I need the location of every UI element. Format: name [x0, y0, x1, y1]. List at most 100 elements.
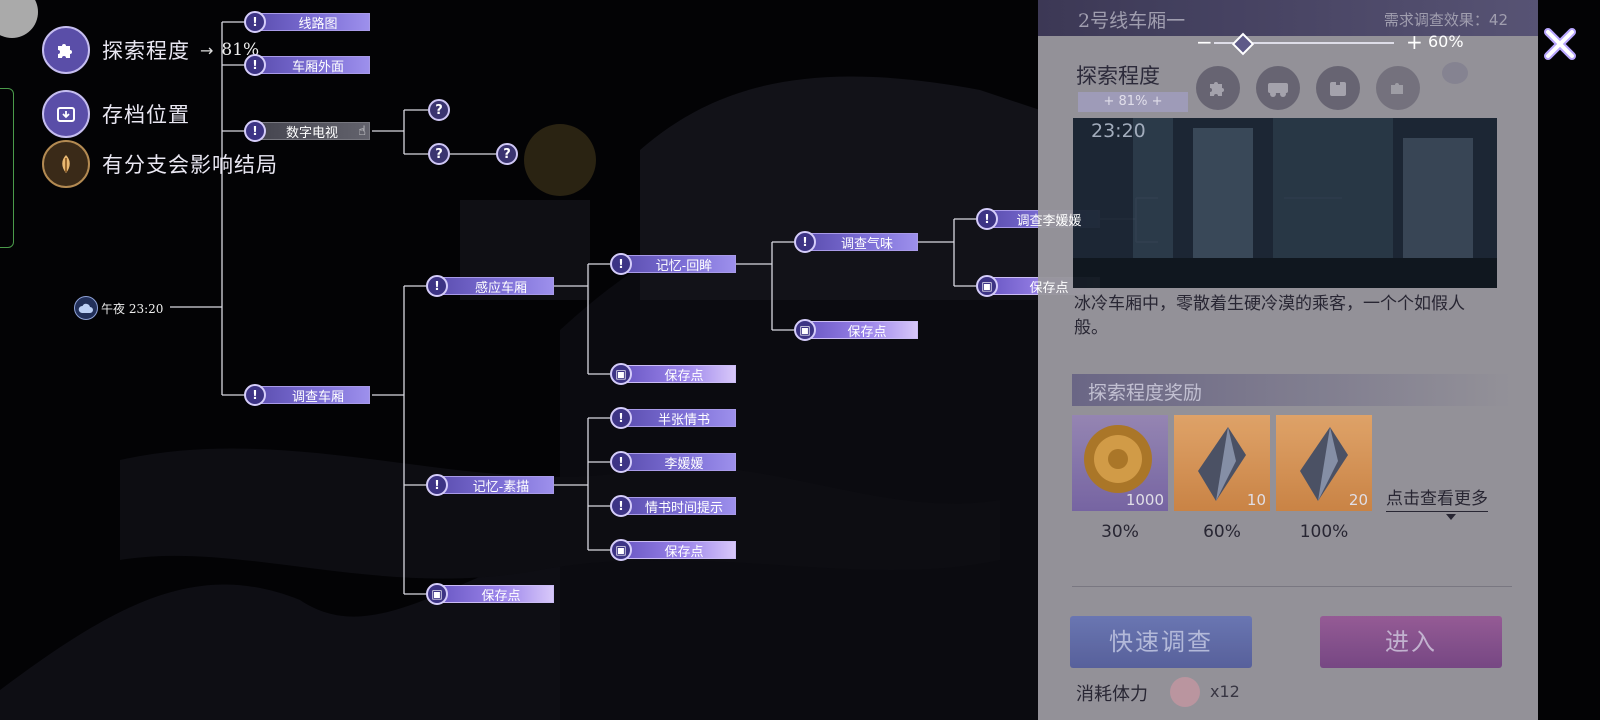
cloud-icon: [74, 296, 98, 320]
enter-button[interactable]: 进入: [1320, 616, 1502, 668]
node-label: 感应车厢: [474, 280, 527, 296]
view-more-link[interactable]: 点击查看更多: [1386, 484, 1488, 512]
exclamation-icon: !: [426, 275, 448, 297]
panel-header: [1038, 0, 1538, 36]
hand-pointer-icon: ☝: [358, 123, 366, 139]
scene-preview-image: 23:20: [1073, 118, 1497, 288]
exclamation-icon: !: [610, 407, 632, 429]
node-label: 半张情书: [657, 412, 710, 428]
side-frame: [0, 88, 14, 248]
save-folder-icon: ▣: [610, 363, 632, 385]
stage-info-panel: 2号线车厢一 需求调查效果：42 探索程度 + 81% + 23:: [1038, 0, 1538, 720]
node-save-c[interactable]: ▣ 保存点: [976, 274, 1100, 298]
reward-threshold: 30%: [1101, 522, 1139, 542]
node-memory-glance[interactable]: ! 记忆-回眸: [610, 252, 736, 276]
save-folder-icon: [42, 90, 90, 138]
node-investigate-carriage[interactable]: ! 调查车厢: [244, 383, 370, 407]
requirement-text: 需求调查效果：42: [1383, 11, 1508, 29]
puzzle-icon[interactable]: [1196, 66, 1240, 110]
node-unknown-3[interactable]: ?: [496, 143, 518, 165]
exclamation-icon: !: [244, 54, 266, 76]
node-label: 记忆-素描: [472, 479, 530, 495]
node-label: 调查李媛媛: [1016, 213, 1082, 229]
start-node[interactable]: 午夜 23:20: [74, 296, 163, 320]
question-icon: ?: [435, 102, 443, 118]
reward-count: 20: [1348, 491, 1368, 509]
node-label: 调查气味: [840, 236, 893, 252]
legend-progress: 探索程度 → 81%: [42, 26, 259, 74]
node-save-f[interactable]: ▣ 保存点: [426, 582, 554, 606]
box-icon[interactable]: [1316, 66, 1360, 110]
exclamation-icon: !: [244, 11, 266, 33]
branch-leaf-icon: [42, 140, 90, 188]
save-folder-icon: ▣: [794, 319, 816, 341]
node-label: 调查车厢: [291, 389, 344, 405]
question-icon: ?: [435, 146, 443, 162]
zoom-value: 60%: [1428, 32, 1464, 51]
node-label: 保存点: [1029, 280, 1069, 296]
node-li-yuanyuan[interactable]: ! 李媛媛: [610, 450, 736, 474]
explore-label: 探索程度: [1076, 64, 1160, 88]
legend-arrow: →: [200, 40, 214, 60]
reward-count: 10: [1246, 491, 1266, 509]
expand-arrow-icon[interactable]: [1446, 514, 1456, 520]
close-icon[interactable]: [1540, 24, 1580, 64]
node-save-a[interactable]: ▣ 保存点: [610, 362, 736, 386]
reward-threshold: 60%: [1203, 522, 1241, 542]
zoom-slider[interactable]: [1214, 42, 1394, 44]
exclamation-icon: !: [976, 208, 998, 230]
exclamation-icon: !: [610, 451, 632, 473]
exclamation-icon: !: [610, 495, 632, 517]
stamina-icon: [1170, 677, 1200, 707]
node-investigate-li[interactable]: ! 调查李媛媛: [976, 207, 1100, 231]
car-icon[interactable]: [1256, 66, 1300, 110]
node-label: 记忆-回眸: [655, 258, 713, 274]
node-save-e[interactable]: ▣ 保存点: [610, 538, 736, 562]
node-label: 情书时间提示: [644, 500, 723, 516]
node-letter-hint[interactable]: ! 情书时间提示: [610, 494, 736, 518]
legend-progress-label: 探索程度: [102, 39, 190, 63]
reward-title-bar: 探索程度奖励: [1072, 374, 1512, 406]
node-route-map[interactable]: ! 线路图: [244, 10, 370, 34]
exclamation-icon: !: [610, 253, 632, 275]
reward-item-coin[interactable]: 1000: [1072, 415, 1168, 511]
stage-title: 2号线车厢一: [1078, 10, 1186, 32]
crystal-icon: [1300, 427, 1348, 501]
explore-badge: + 81% +: [1078, 92, 1188, 112]
crystal-icon: [1198, 427, 1246, 501]
list-icon[interactable]: [1442, 62, 1468, 84]
quick-investigate-button[interactable]: 快速调查: [1070, 616, 1252, 668]
node-half-letter[interactable]: ! 半张情书: [610, 406, 736, 430]
reward-count: 1000: [1125, 491, 1164, 509]
puzzle-piece-icon[interactable]: [1376, 66, 1420, 110]
node-label: 李媛媛: [664, 456, 704, 472]
zoom-control: − + 60%: [1190, 30, 1480, 56]
divider: [1072, 586, 1512, 587]
exclamation-icon: !: [244, 120, 266, 142]
node-investigate-smell[interactable]: ! 调查气味: [794, 230, 918, 254]
node-digital-tv[interactable]: ! 数字电视 ☝: [244, 119, 370, 143]
zoom-out-button[interactable]: −: [1196, 30, 1213, 54]
exclamation-icon: !: [426, 474, 448, 496]
node-carriage-outside[interactable]: ! 车厢外面: [244, 53, 370, 77]
zoom-slider-thumb[interactable]: [1231, 32, 1255, 56]
node-unknown-1[interactable]: ?: [428, 99, 450, 121]
question-icon: ?: [503, 146, 511, 162]
node-label: 保存点: [847, 324, 887, 340]
node-label: 保存点: [664, 544, 704, 560]
node-sense-carriage[interactable]: ! 感应车厢: [426, 274, 554, 298]
save-folder-icon: ▣: [426, 583, 448, 605]
reward-item-crystal-1[interactable]: 10: [1174, 415, 1270, 511]
reward-item-crystal-2[interactable]: 20: [1276, 415, 1372, 511]
node-memory-sketch[interactable]: ! 记忆-素描: [426, 473, 554, 497]
node-label: 车厢外面: [291, 59, 344, 75]
node-unknown-2[interactable]: ?: [428, 143, 450, 165]
node-save-b[interactable]: ▣ 保存点: [794, 318, 918, 342]
start-node-label: 午夜 23:20: [101, 301, 164, 316]
stamina-cost-value: x12: [1210, 682, 1240, 701]
legend-save-label: 存档位置: [102, 103, 190, 127]
legend-branch-label: 有分支会影响结局: [102, 153, 278, 177]
stamina-cost-label: 消耗体力: [1076, 684, 1148, 705]
zoom-in-button[interactable]: +: [1406, 30, 1423, 54]
